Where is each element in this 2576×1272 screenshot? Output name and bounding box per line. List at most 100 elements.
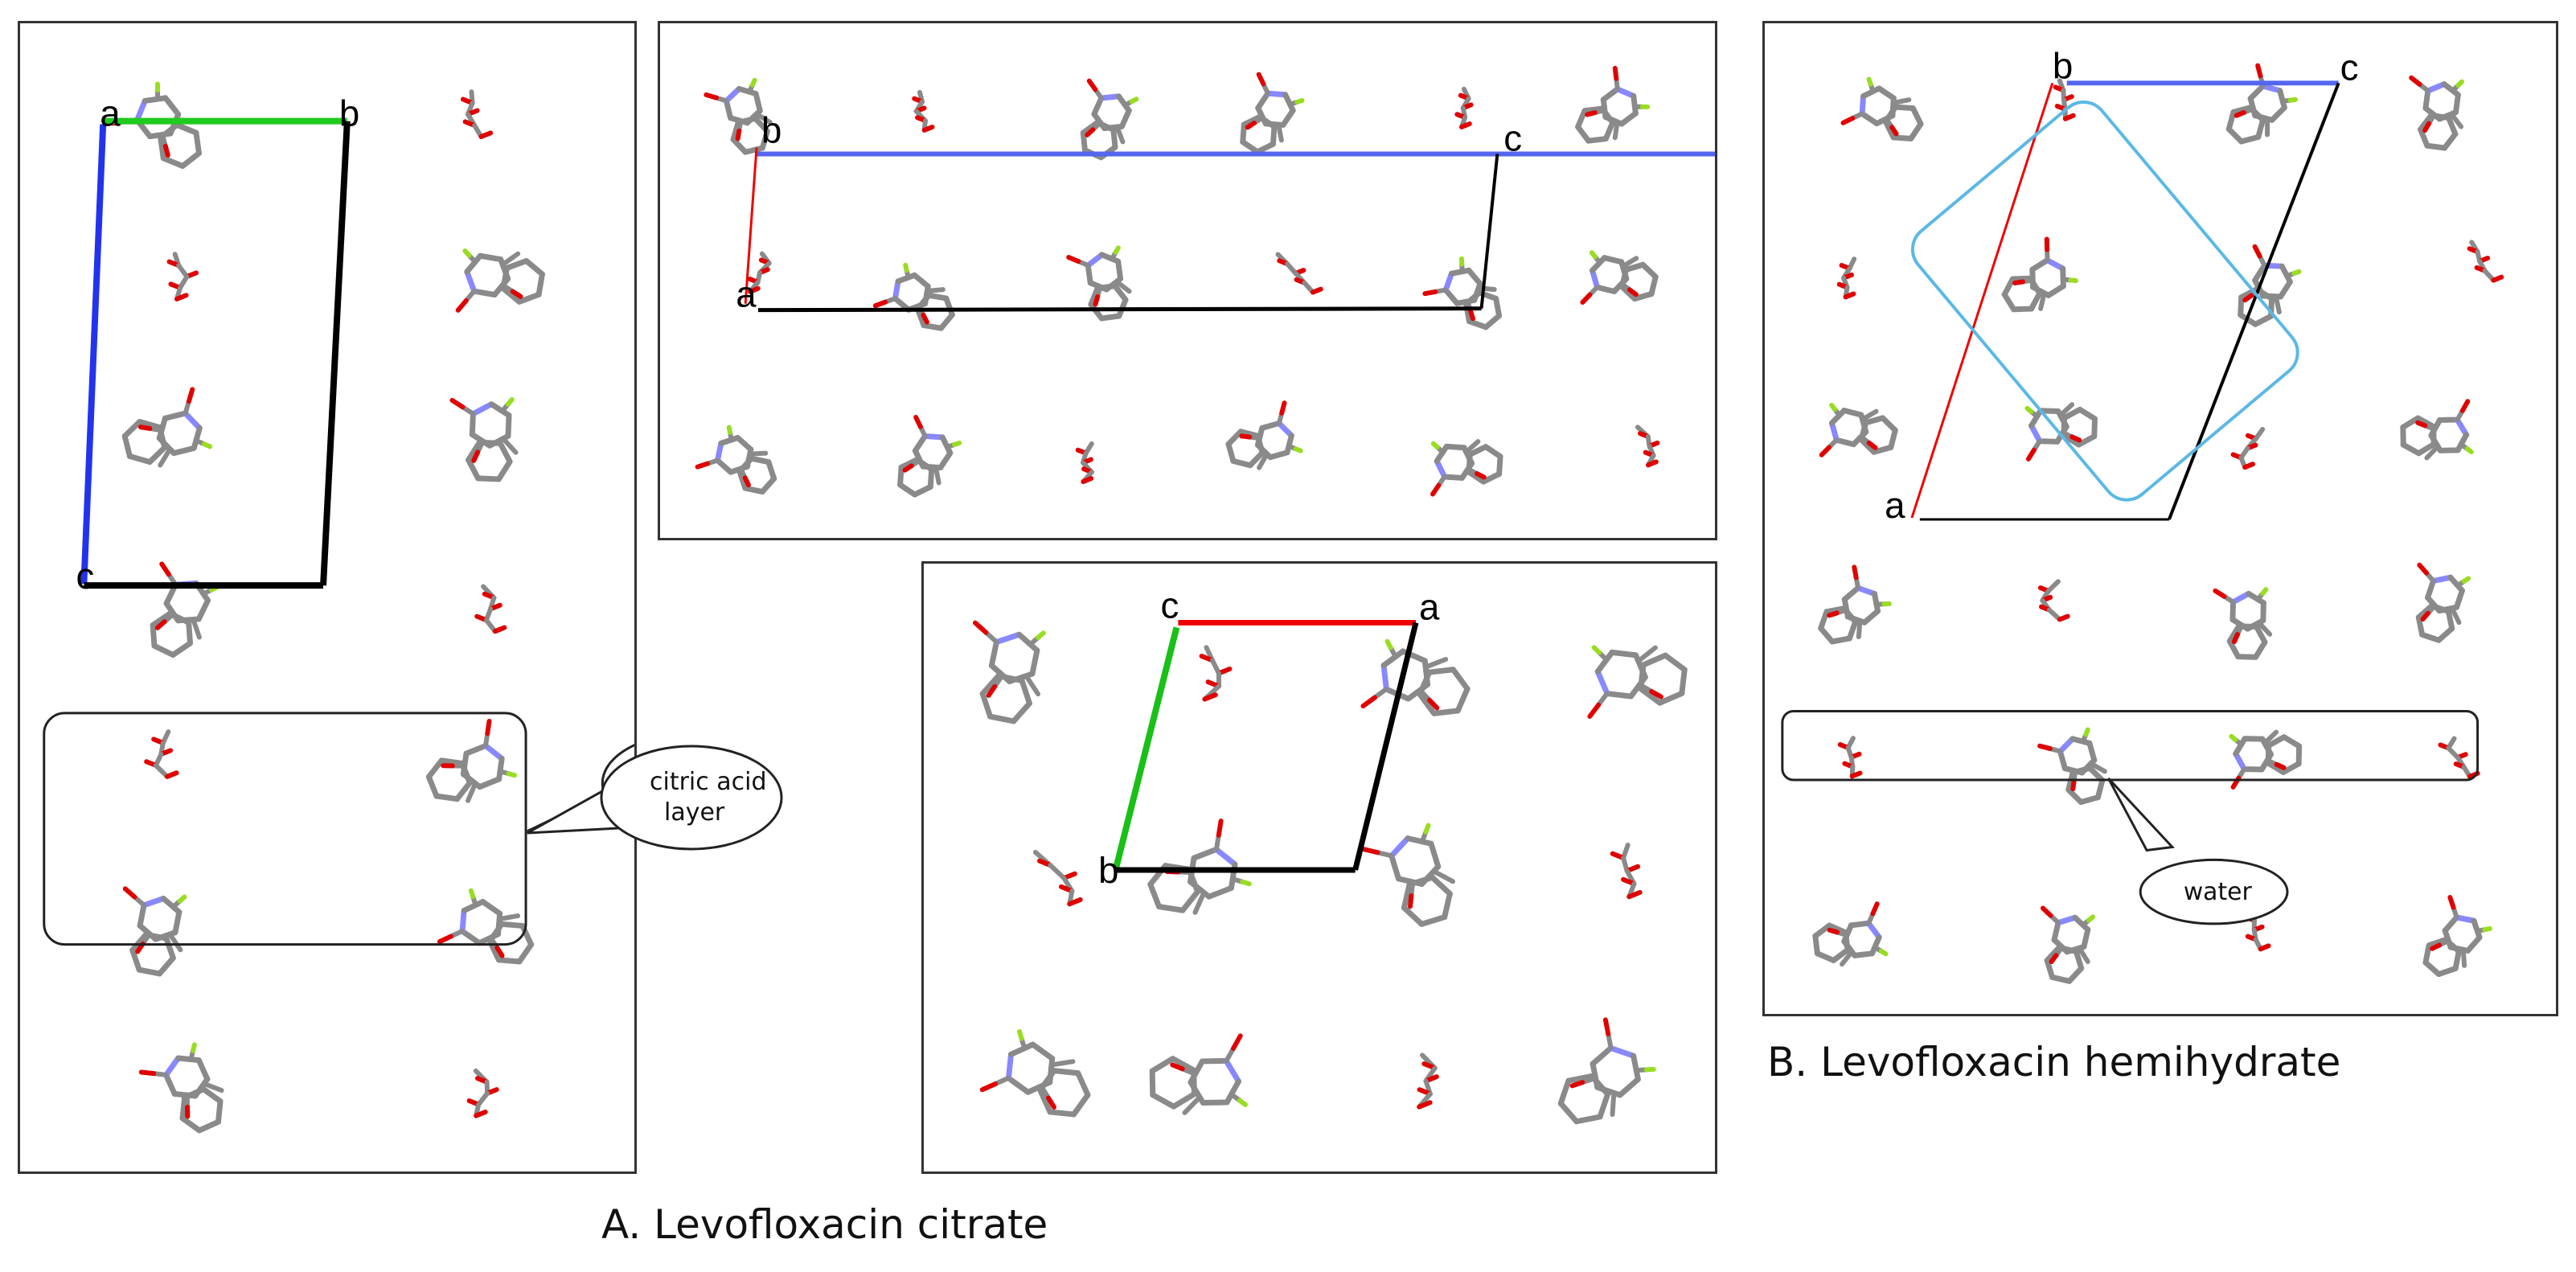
bond (2037, 438, 2061, 445)
bond (1294, 97, 1305, 105)
bond (2094, 778, 2106, 801)
bond (1401, 905, 1425, 927)
bond (1430, 441, 1440, 450)
bond (1589, 267, 1601, 290)
bond (2277, 88, 2287, 111)
bond (1859, 93, 1867, 117)
bond (510, 289, 523, 299)
bond (2422, 959, 2442, 978)
bond (1656, 690, 1685, 706)
bond (2057, 613, 2070, 622)
bond (2258, 943, 2271, 952)
bond (1908, 121, 1924, 142)
bond (753, 91, 763, 114)
bond (2028, 408, 2044, 429)
bond (2086, 914, 2096, 923)
bond (477, 252, 504, 262)
citrate-packing-view-3: c a b (972, 585, 1688, 1125)
bond (736, 85, 759, 97)
citrate-packing-view-2: b c a (695, 65, 1715, 498)
bond (979, 1081, 999, 1093)
bond (1276, 420, 1294, 439)
bond (1589, 1045, 1614, 1067)
cell-edge (1352, 622, 1419, 871)
bond (1422, 289, 1438, 297)
bond (1833, 437, 1856, 448)
bond (1468, 308, 1476, 322)
bond (193, 129, 202, 157)
bond (2415, 602, 2435, 621)
bond (1016, 631, 1040, 654)
bond (1361, 847, 1380, 856)
bond (2037, 408, 2061, 414)
bond (2225, 125, 2245, 145)
bond (1224, 1078, 1241, 1106)
bond (1265, 90, 1289, 98)
bond (2415, 614, 2426, 638)
axis-label-b: b (2053, 45, 2073, 86)
bond (1170, 1056, 1197, 1073)
bond (477, 776, 502, 790)
bond (1147, 881, 1163, 910)
bond (1011, 700, 1032, 724)
axis-label-a: a (100, 93, 121, 134)
bond (174, 293, 189, 302)
bond (987, 713, 1017, 724)
water-layer-box (1781, 710, 2480, 782)
bond (1086, 78, 1098, 92)
bond (1036, 630, 1046, 641)
bond (1075, 1070, 1091, 1098)
bond (163, 1072, 178, 1097)
bond (177, 894, 187, 904)
bond (2065, 769, 2076, 793)
bond (1846, 618, 1859, 642)
bond (2230, 590, 2252, 605)
bond (1080, 129, 1088, 154)
bond (2281, 734, 2303, 749)
bond (1466, 267, 1483, 287)
bond (1116, 93, 1132, 113)
bond (761, 116, 773, 125)
bond (902, 463, 914, 473)
bond (2233, 750, 2247, 773)
bond (2252, 244, 2262, 259)
bond (1878, 948, 1889, 957)
bond (2082, 953, 2090, 964)
bond (496, 755, 505, 782)
bond (2274, 761, 2287, 770)
bond (903, 262, 909, 273)
bond (2057, 749, 2068, 772)
bond (1618, 284, 1638, 302)
bond (1118, 133, 1126, 145)
bond (1245, 121, 1257, 130)
bond (1818, 625, 1836, 645)
bond (2265, 760, 2287, 775)
bond (2430, 942, 2443, 951)
bond (1466, 444, 1489, 458)
bond (1284, 433, 1294, 456)
bond (765, 459, 777, 482)
bond (1565, 1073, 1595, 1084)
bond (2453, 588, 2465, 610)
bond (1475, 471, 1487, 480)
bond (1091, 95, 1105, 117)
bond (1679, 667, 1688, 696)
bond (2471, 917, 2483, 941)
bond (1483, 313, 1503, 330)
cell-edge-b (1113, 626, 1180, 869)
molecule-layer (109, 81, 545, 1134)
bond (137, 425, 153, 431)
bond (1149, 1056, 1176, 1074)
bond (1840, 956, 1849, 967)
bond (2454, 118, 2464, 129)
bond (2055, 914, 2078, 926)
bond (1278, 130, 1284, 143)
bond (2255, 63, 2263, 79)
bond (1876, 85, 1897, 101)
bond (748, 285, 761, 294)
bond (1580, 292, 1593, 305)
bond (943, 295, 955, 318)
bond (2419, 631, 2442, 643)
bond (1247, 449, 1265, 469)
bond (2255, 117, 2266, 140)
